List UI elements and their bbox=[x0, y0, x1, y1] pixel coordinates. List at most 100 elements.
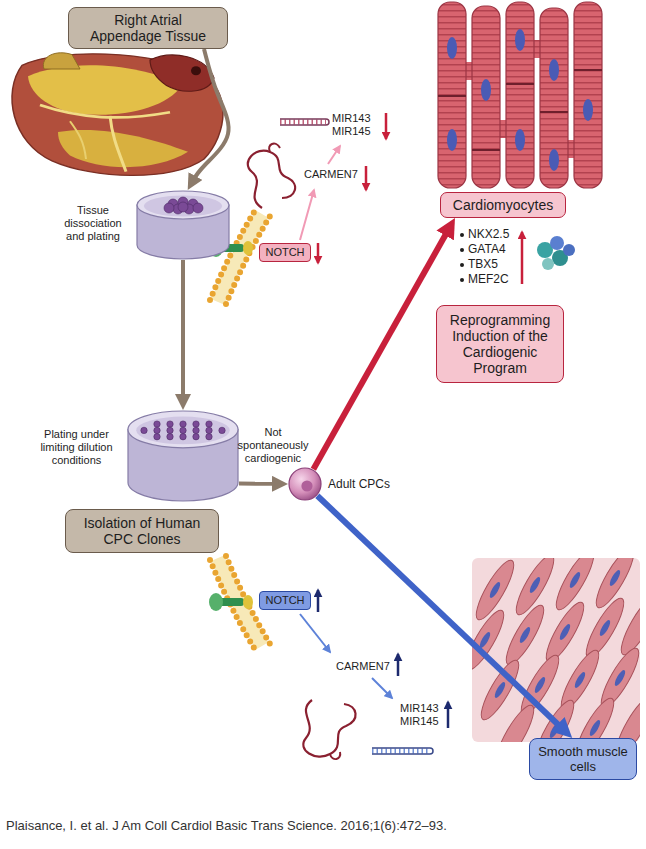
lncrna-symbol bbox=[269, 144, 280, 152]
flow-arrow bbox=[317, 496, 566, 733]
cardiomyocyte-illustration bbox=[540, 8, 568, 188]
node-text: Adult CPCs bbox=[328, 477, 390, 491]
cell-dot bbox=[193, 434, 199, 440]
cell-dot bbox=[193, 203, 203, 213]
protein-icon bbox=[542, 258, 554, 270]
cell-dot bbox=[154, 427, 160, 433]
cell-circle bbox=[288, 467, 322, 501]
cardiomyocyte-illustration bbox=[574, 2, 602, 188]
lncrna-symbol bbox=[303, 700, 355, 757]
cell-dot bbox=[206, 427, 212, 433]
dish-shape bbox=[136, 190, 230, 260]
gene-label: MEF2C bbox=[468, 273, 509, 286]
culture-dish: Tissue dissociation and plating bbox=[136, 190, 230, 260]
cell-membrane bbox=[243, 595, 253, 609]
node-text: NOTCH bbox=[265, 246, 304, 259]
cardiomyocyte-illustration bbox=[515, 29, 525, 51]
cell-body bbox=[289, 468, 321, 500]
cardiomyocyte-illustration bbox=[472, 6, 500, 188]
smooth-muscle-illustration bbox=[540, 598, 590, 666]
gene-label: GATA4 bbox=[468, 243, 506, 256]
heart-illustration bbox=[12, 54, 223, 176]
cell-dot bbox=[178, 202, 188, 212]
heart-illustration bbox=[43, 53, 80, 69]
cell-membrane bbox=[218, 558, 262, 646]
clone-label: Isolation of Human CPC Clones bbox=[65, 509, 219, 553]
cardiomyocyte-illustration bbox=[472, 149, 500, 151]
gene-label: TBX5 bbox=[468, 258, 498, 271]
smooth-muscle-illustration bbox=[610, 692, 640, 742]
protein-icon bbox=[537, 236, 575, 270]
heart-illustration bbox=[70, 121, 86, 159]
node-text: Smooth muscle cells bbox=[537, 744, 629, 774]
cell-membrane bbox=[243, 241, 253, 255]
smooth-muscle-illustration bbox=[490, 701, 540, 742]
node-text: Isolation of Human CPC Clones bbox=[78, 515, 206, 547]
gene-label: CARMEN7 bbox=[304, 168, 358, 181]
cardiomyocyte-illustration bbox=[506, 2, 534, 188]
gene-label: CARMEN7 bbox=[336, 660, 390, 673]
smooth-muscle-illustration bbox=[472, 558, 640, 742]
regulation-arrow bbox=[447, 702, 450, 728]
program-box: Reprogramming Induction of the Cardiogen… bbox=[436, 305, 564, 383]
node-text: Right Atrial Appendage Tissue bbox=[83, 12, 213, 44]
cardiomyocyte-illustration bbox=[583, 99, 593, 121]
dish-rim bbox=[137, 191, 229, 219]
smooth-muscle-illustration bbox=[570, 694, 620, 742]
cardiomyocyte-illustration bbox=[549, 149, 559, 171]
cardiomyocyte-illustration bbox=[447, 129, 457, 151]
cardiomyocyte-illustration bbox=[540, 111, 568, 113]
smooth-muscle-illustration bbox=[533, 676, 547, 695]
regulation-arrow bbox=[300, 614, 330, 652]
cardiomyocyte-illustration bbox=[438, 95, 466, 97]
cell-nucleus bbox=[301, 480, 312, 491]
cardiomyocyte-illustration bbox=[481, 79, 491, 101]
notch-label: NOTCH bbox=[259, 591, 310, 610]
heart-illustration bbox=[110, 116, 126, 172]
cell-dot bbox=[206, 421, 212, 427]
tissue-label: Right Atrial Appendage Tissue bbox=[68, 7, 228, 49]
regulation-arrow bbox=[521, 232, 524, 284]
heart-illustration bbox=[191, 66, 201, 75]
dish-medium bbox=[144, 196, 222, 217]
cardiomyocyte-illustration bbox=[438, 2, 466, 188]
caption: Plaisance, I. et al. J Am Coll Cardiol B… bbox=[6, 818, 447, 834]
cell-dot bbox=[193, 421, 199, 427]
cell-dot bbox=[154, 434, 160, 440]
node-text: Reprogramming Induction of the Cardiogen… bbox=[445, 312, 555, 376]
lncrna-symbol bbox=[330, 752, 340, 759]
smooth-muscle-illustration bbox=[588, 719, 602, 738]
smooth-muscle-illustration bbox=[573, 671, 587, 690]
bullet-dot bbox=[460, 263, 464, 267]
flow-arrow bbox=[181, 260, 185, 402]
cell-dot bbox=[180, 421, 186, 427]
culture-dish: Plating under limiting dilution conditio… bbox=[127, 410, 239, 502]
cardiomyocyte-illustration bbox=[574, 69, 602, 71]
gene-label: MIR143 bbox=[400, 702, 439, 715]
smooth-muscle-illustration bbox=[500, 601, 550, 669]
gene-label: MIR143 bbox=[332, 112, 371, 125]
cell-dot bbox=[193, 427, 199, 433]
heart-illustration bbox=[12, 53, 223, 176]
smooth-muscle-illustration bbox=[528, 576, 542, 595]
flow-arrow bbox=[313, 225, 451, 469]
cell-dot bbox=[180, 434, 186, 440]
smooth-muscle-illustration bbox=[608, 569, 622, 588]
dish-medium bbox=[136, 417, 230, 445]
gene-label: NKX2.5 bbox=[468, 228, 509, 241]
lncrna-symbol bbox=[248, 151, 295, 208]
cell-type-label: Cardiomyocytes bbox=[440, 192, 566, 218]
regulation-arrow bbox=[372, 678, 392, 698]
smooth-muscle-illustration bbox=[558, 623, 572, 642]
cell-dot bbox=[167, 427, 173, 433]
node-text: NOTCH bbox=[265, 594, 304, 607]
cpc-cell: Adult CPCs bbox=[288, 467, 322, 501]
protein-icon bbox=[563, 244, 575, 256]
node-text: Plating under limiting dilution conditio… bbox=[34, 428, 119, 467]
cell-dot bbox=[167, 421, 173, 427]
cell-membrane bbox=[209, 593, 223, 611]
bullet-dot bbox=[460, 248, 464, 252]
